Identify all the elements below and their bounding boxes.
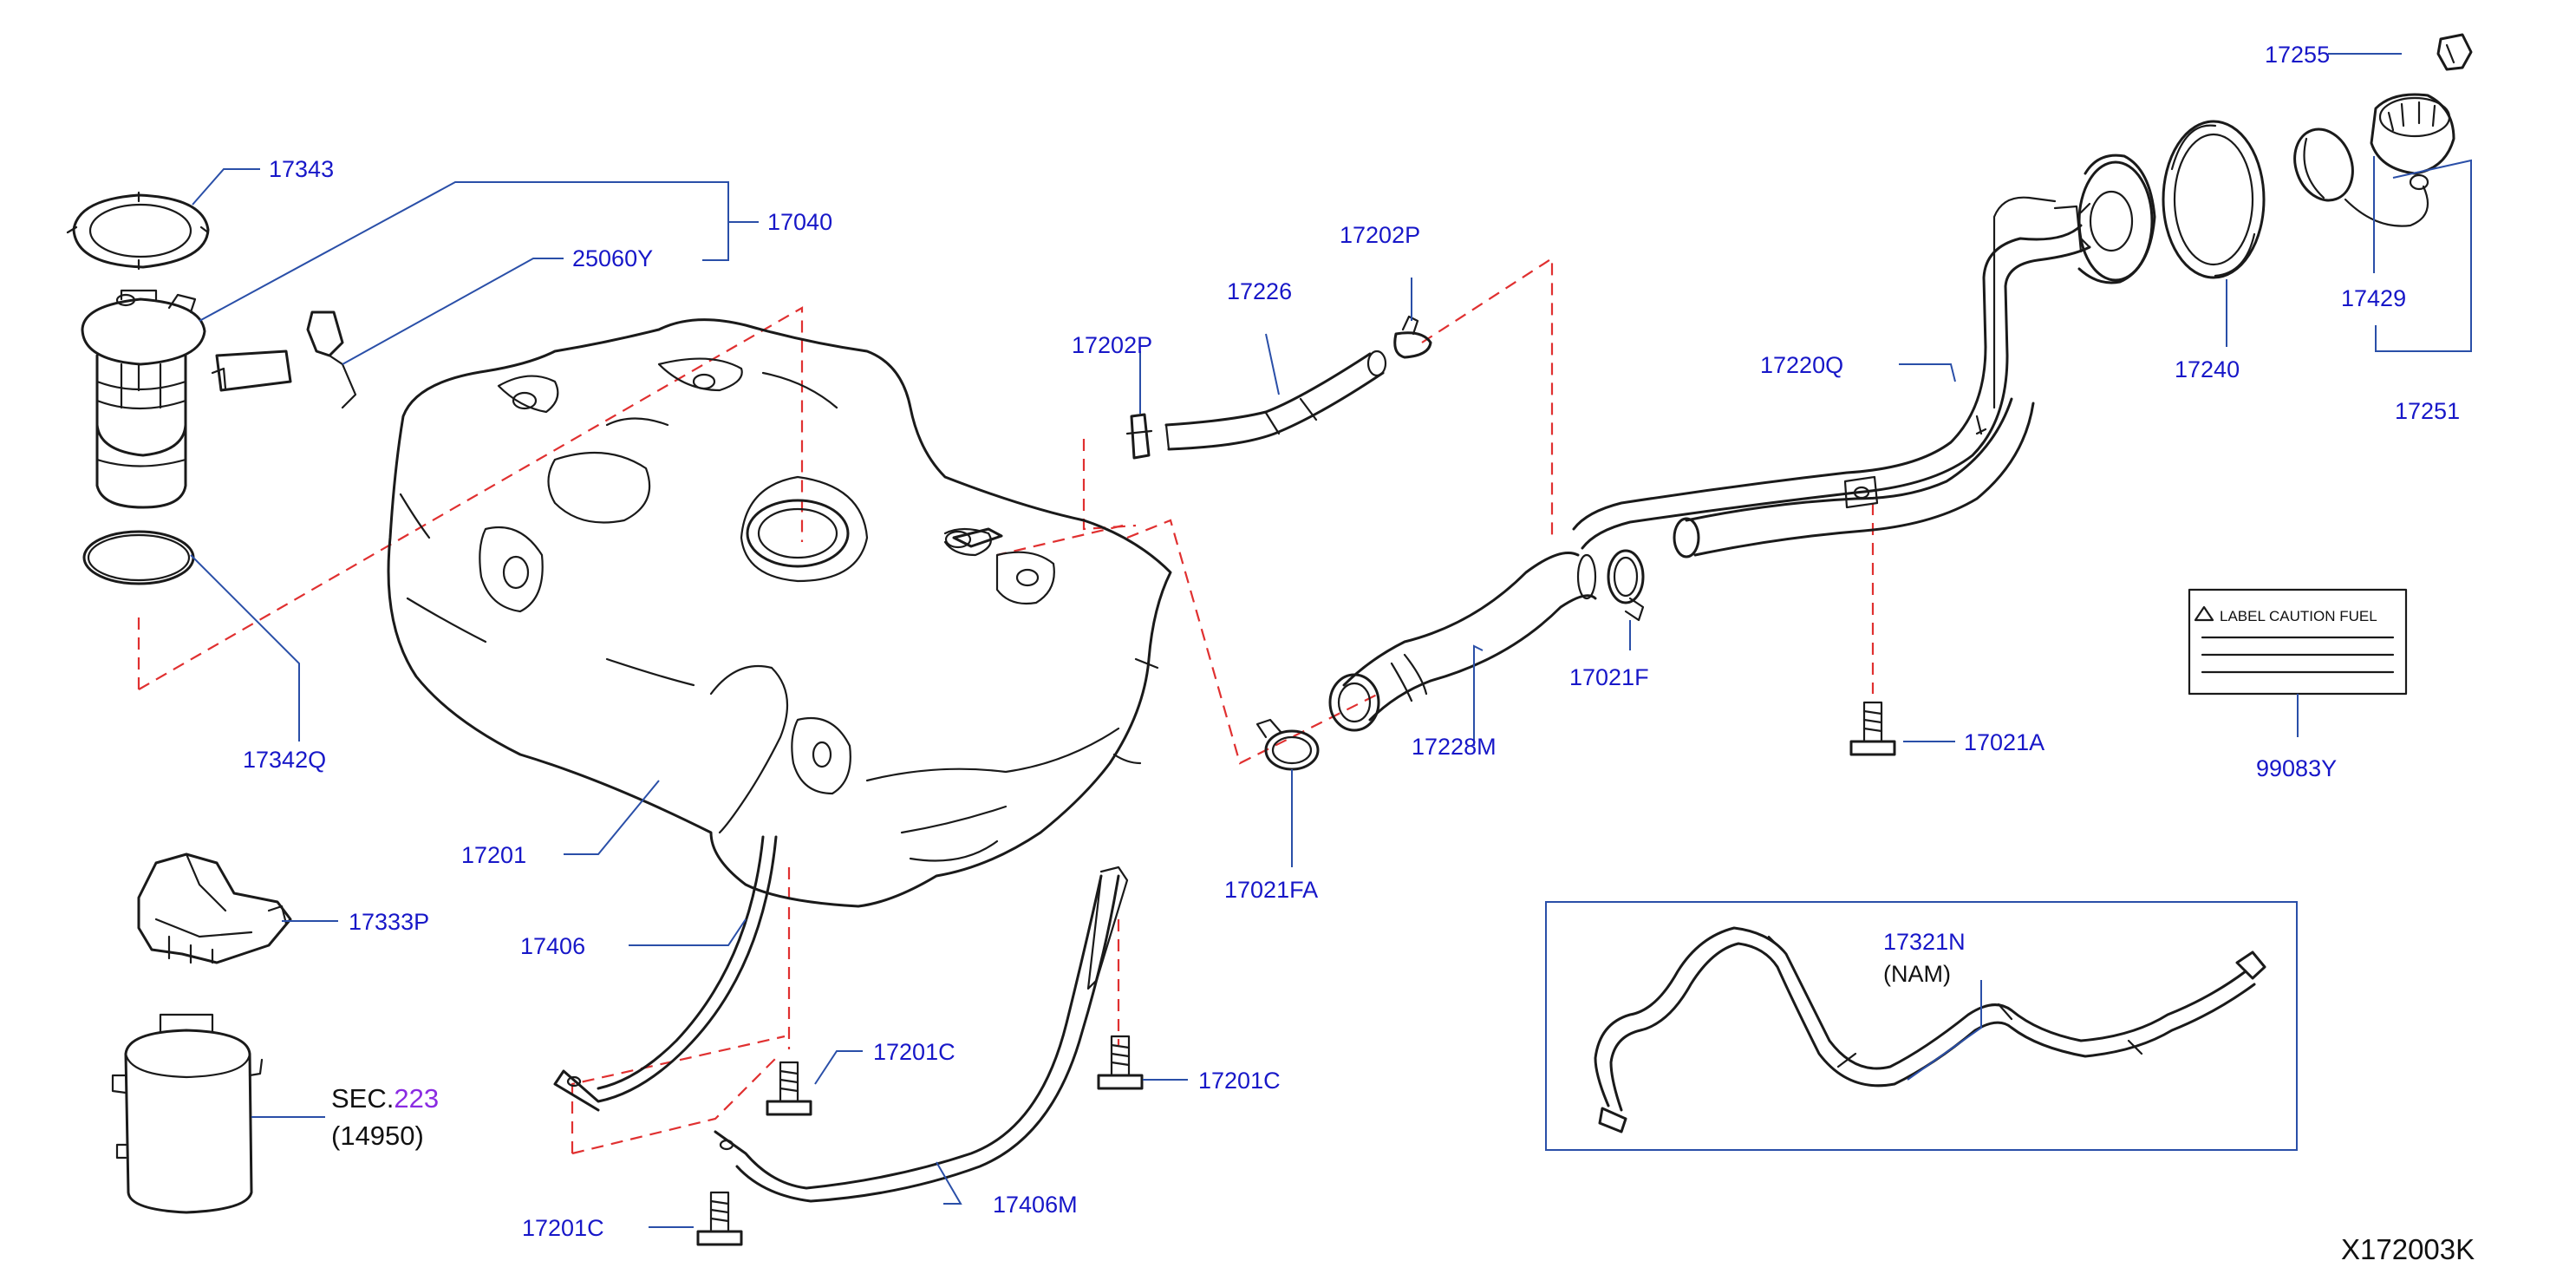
evap-canister (111, 1013, 264, 1214)
label-99083y[interactable]: 99083Y (2256, 755, 2337, 781)
vent-hose-17226 (1164, 350, 1387, 451)
label-17226[interactable]: 17226 (1227, 278, 1292, 304)
fuel-door-bumper-17255 (2436, 33, 2473, 71)
label-17228m[interactable]: 17228M (1412, 734, 1497, 760)
bolt-17201c-b (1097, 1035, 1144, 1090)
label-17021f[interactable]: 17021F (1569, 664, 1649, 690)
label-17201c-c[interactable]: 17201C (522, 1215, 604, 1241)
filler-neck-funnel (2077, 154, 2156, 284)
label-17021fa[interactable]: 17021FA (1224, 877, 1318, 903)
label-17342q[interactable]: 17342Q (243, 747, 326, 773)
label-17021a[interactable]: 17021A (1964, 729, 2044, 755)
label-17220q[interactable]: 17220Q (1760, 352, 1843, 378)
diagram-code: X172003K (2341, 1233, 2475, 1265)
caution-label-99083y: LABEL CAUTION FUEL (2188, 588, 2408, 696)
section-reference: SEC.223 (14950) (251, 1083, 439, 1151)
part-labels: 17343 17040 25060Y 17342Q 17201 17333P 1… (243, 42, 2460, 1241)
clip-17202p-b (1393, 315, 1432, 359)
sec-prefix: SEC. (331, 1083, 394, 1114)
sec-ref-link[interactable]: SEC.223 (331, 1083, 439, 1114)
tank-strap-17406m (714, 866, 1129, 1203)
fuel-cap-tether-17429 (2293, 127, 2429, 227)
caution-label-text: LABEL CAUTION FUEL (2220, 608, 2377, 624)
filler-seal-17240 (2162, 120, 2266, 279)
sec-sub: (14950) (331, 1120, 424, 1151)
label-17321n[interactable]: 17321N (1883, 929, 1966, 955)
label-17429[interactable]: 17429 (2341, 285, 2406, 311)
label-nam: (NAM) (1883, 961, 1951, 987)
label-17251[interactable]: 17251 (2395, 398, 2460, 424)
clip-17202p-a (1125, 413, 1153, 460)
label-17201c-b[interactable]: 17201C (1198, 1068, 1281, 1094)
label-17240[interactable]: 17240 (2175, 356, 2240, 382)
fuel-cap-17251 (2370, 93, 2455, 191)
clamp-17021fa (1255, 718, 1320, 771)
label-17202p-b[interactable]: 17202P (1340, 222, 1420, 248)
label-17406[interactable]: 17406 (520, 933, 585, 959)
label-17255[interactable]: 17255 (2265, 42, 2330, 68)
pump-retainer-ring (66, 191, 210, 271)
fuel-pump-module (81, 289, 206, 509)
tank-strap-17406 (553, 835, 778, 1112)
fuel-level-sender (211, 310, 357, 409)
fuel-tank (387, 318, 1172, 908)
label-17040[interactable]: 17040 (767, 209, 832, 235)
bolt-17021a (1849, 701, 1896, 756)
bolt-17201c-c (696, 1191, 743, 1246)
canister-bracket (137, 853, 292, 964)
dashed-guides (137, 256, 1875, 1155)
label-17201[interactable]: 17201 (461, 842, 526, 868)
evap-line-inset (1545, 901, 2298, 1151)
clamp-17021f (1607, 549, 1645, 622)
filler-hose-17228m (1328, 552, 1597, 732)
label-25060y[interactable]: 25060Y (572, 245, 653, 271)
label-17333p[interactable]: 17333P (349, 909, 429, 935)
filler-tube-17220q (1572, 196, 2091, 559)
label-17201c-a[interactable]: 17201C (873, 1039, 955, 1065)
label-17343[interactable]: 17343 (269, 156, 334, 182)
bolt-17201c-a (766, 1061, 812, 1116)
pump-o-ring (82, 530, 195, 585)
label-17406m[interactable]: 17406M (993, 1192, 1078, 1218)
sec-number[interactable]: 223 (394, 1083, 439, 1114)
leader-lines (190, 53, 2472, 1228)
label-17202p-a[interactable]: 17202P (1072, 332, 1152, 358)
